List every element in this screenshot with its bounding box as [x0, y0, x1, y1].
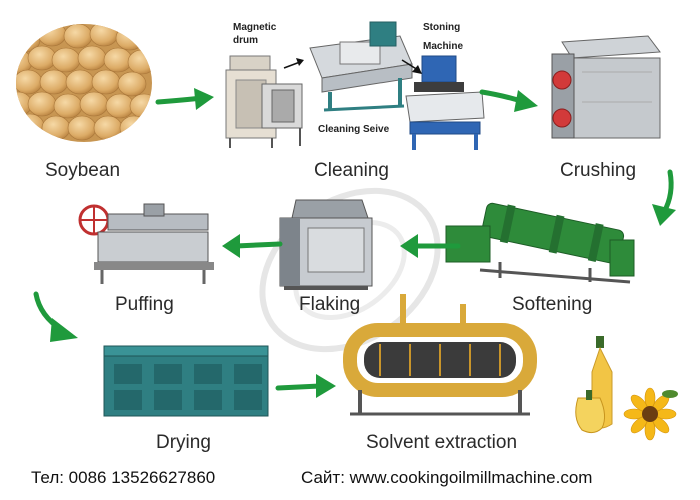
oil-bottles-sunflower-image — [575, 336, 678, 441]
cleaning-sieve-label: Cleaning Seive — [318, 124, 390, 135]
stage-label-puffing: Puffing — [115, 294, 174, 315]
crushing-machine-image — [551, 35, 661, 139]
magnetic-drum-image — [225, 55, 303, 148]
drying-machine-image — [103, 345, 269, 417]
arrow-drum-to-sieve — [283, 58, 304, 69]
stage-label-solvent-extraction: Solvent extraction — [366, 432, 518, 453]
softening-machine-image — [445, 202, 635, 284]
stage-label-soybean: Soybean — [45, 160, 121, 181]
stage-label-crushing: Crushing — [560, 160, 637, 181]
solvent-extractor-image — [343, 294, 537, 416]
stage-label-drying: Drying — [156, 432, 211, 453]
arrow-soybean-to-cleaning — [155, 88, 214, 110]
arrow-crushing-to-softening — [652, 169, 676, 226]
cleaning-sieve-image — [309, 21, 413, 112]
stoning-machine-label-line2: Machine — [423, 40, 464, 52]
puffing-machine-image — [78, 203, 214, 284]
footer-website: Сайт: www.cookingoilmillmachine.com — [301, 468, 593, 487]
arrow-drying-to-extraction — [275, 374, 336, 398]
stage-label-cleaning: Cleaning — [314, 160, 389, 181]
stoning-machine-image — [405, 55, 485, 150]
stage-label-flaking: Flaking — [299, 294, 361, 315]
flaking-machine-image — [279, 199, 373, 290]
arrow-flaking-to-puffing — [222, 234, 283, 258]
arrow-softening-to-flaking — [400, 234, 461, 258]
magnetic-drum-label-line1: Magnetic — [233, 22, 277, 33]
arrow-puffing-to-drying — [33, 291, 78, 342]
stage-label-softening: Softening — [512, 294, 593, 315]
magnetic-drum-label-line2: drum — [233, 34, 258, 46]
soybean-image — [16, 24, 152, 142]
stoning-machine-label-line1: Stoning — [423, 22, 461, 33]
stoning-machine-label: Stoning Machine — [423, 22, 463, 53]
magnetic-drum-label: Magnetic drum — [233, 22, 276, 47]
footer-phone: Тел: 0086 13526627860 — [31, 468, 216, 487]
arrow-cleaning-to-crushing — [479, 89, 538, 112]
arrow-sieve-to-stoning — [401, 59, 422, 74]
